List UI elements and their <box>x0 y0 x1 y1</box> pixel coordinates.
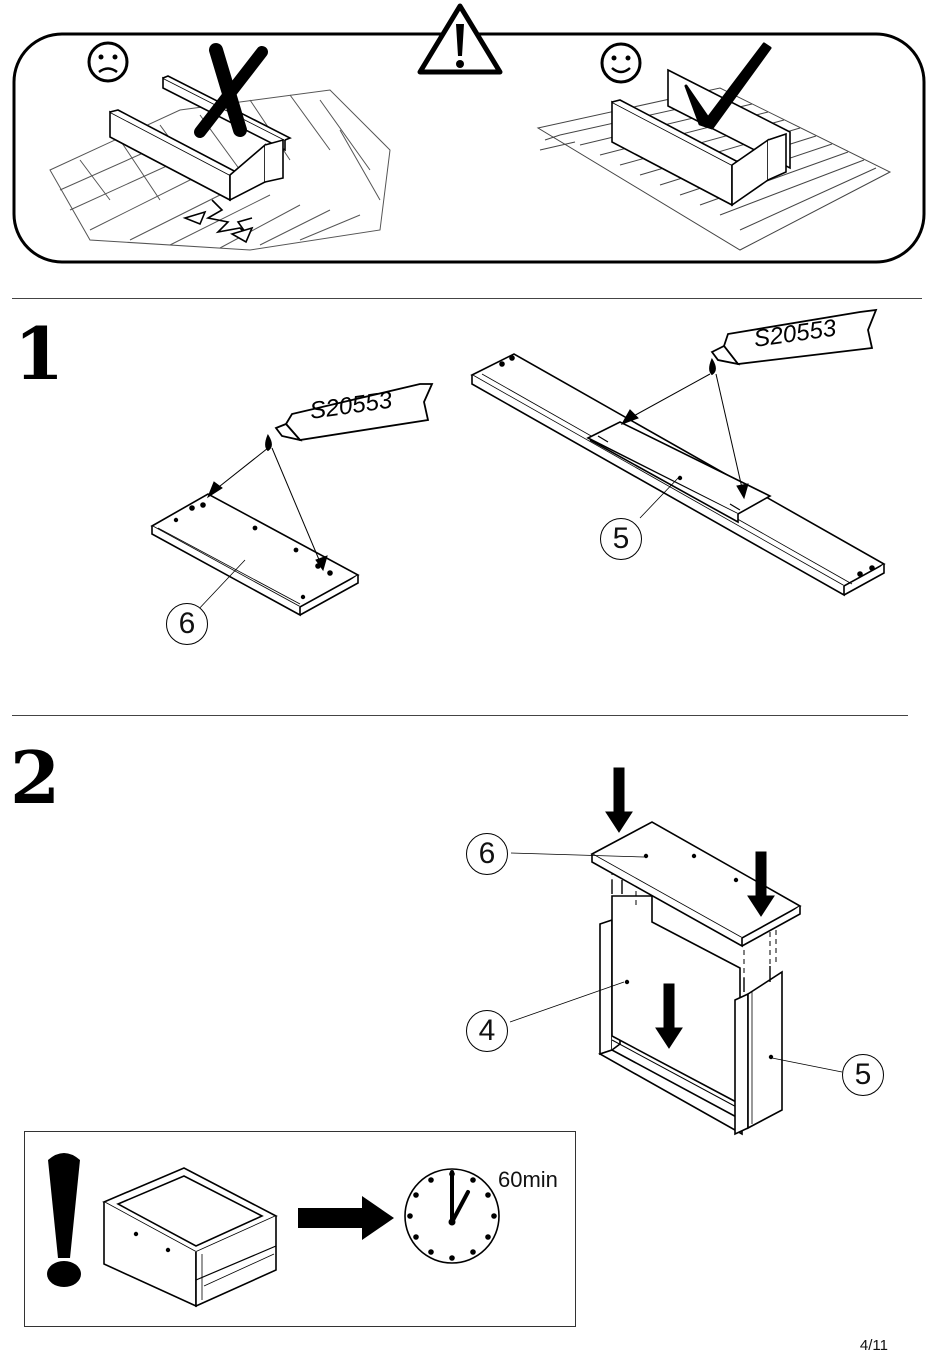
drying-time-label: 60min <box>498 1167 558 1193</box>
drawer-box <box>104 1168 276 1306</box>
clock-icon <box>405 1169 499 1263</box>
arrow-right-icon <box>298 1196 394 1240</box>
exclamation-icon <box>47 1153 81 1287</box>
page-number: 4/11 <box>860 1337 888 1354</box>
